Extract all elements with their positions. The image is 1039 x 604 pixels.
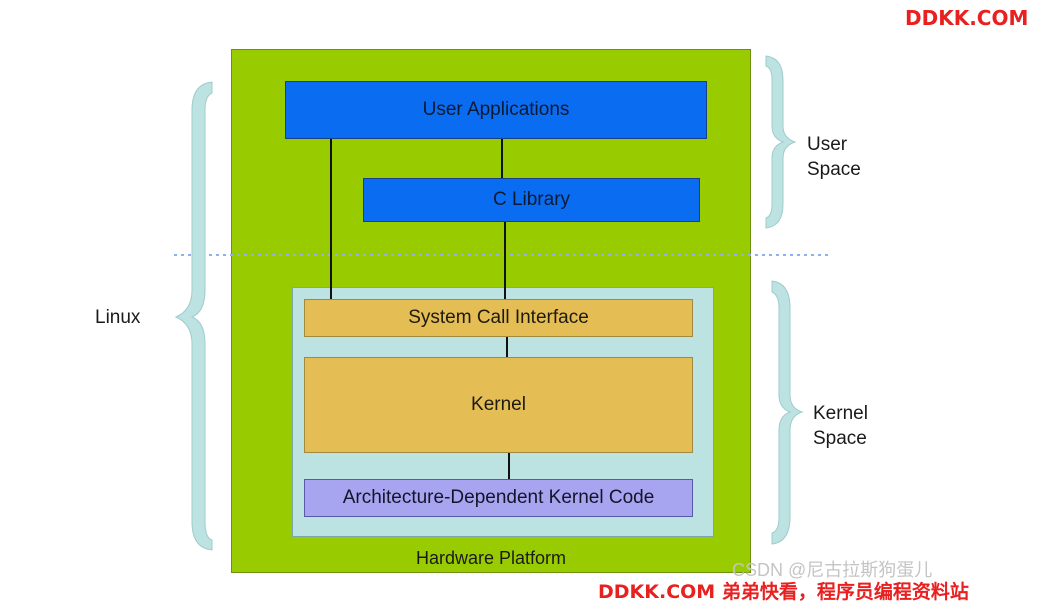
system-call-interface-label: System Call Interface	[408, 307, 589, 328]
c-library-label: C Library	[492, 189, 571, 210]
kernel-box: Kernel	[304, 357, 693, 453]
hardware-platform-label: Hardware Platform	[415, 548, 567, 568]
user-space-label-line2: Space	[807, 159, 861, 180]
watermark-top: DDKK.COM	[905, 6, 1029, 30]
kernel-space-label-line1: Kernel	[813, 403, 868, 424]
user-applications-box: User Applications	[285, 81, 707, 139]
user-space-label-line1: User	[807, 134, 848, 155]
kernel-label: Kernel	[471, 394, 526, 415]
arch-kernel-code-box: Architecture-Dependent Kernel Code	[304, 479, 693, 517]
kernel-space-brace	[771, 280, 804, 545]
kernel-space-label-line2: Space	[813, 428, 867, 449]
linux-label: Linux	[95, 307, 141, 328]
user-applications-label: User Applications	[422, 99, 570, 120]
c-library-box: C Library	[363, 178, 700, 222]
linux-brace	[174, 81, 213, 551]
user-space-brace	[765, 55, 797, 229]
csdn-watermark: CSDN @尼古拉斯狗蛋儿	[732, 560, 933, 580]
arch-kernel-code-label: Architecture-Dependent Kernel Code	[342, 487, 655, 508]
watermark-bottom: DDKK.COM 弟弟快看，程序员编程资料站	[598, 581, 969, 603]
system-call-interface-box: System Call Interface	[304, 299, 693, 337]
